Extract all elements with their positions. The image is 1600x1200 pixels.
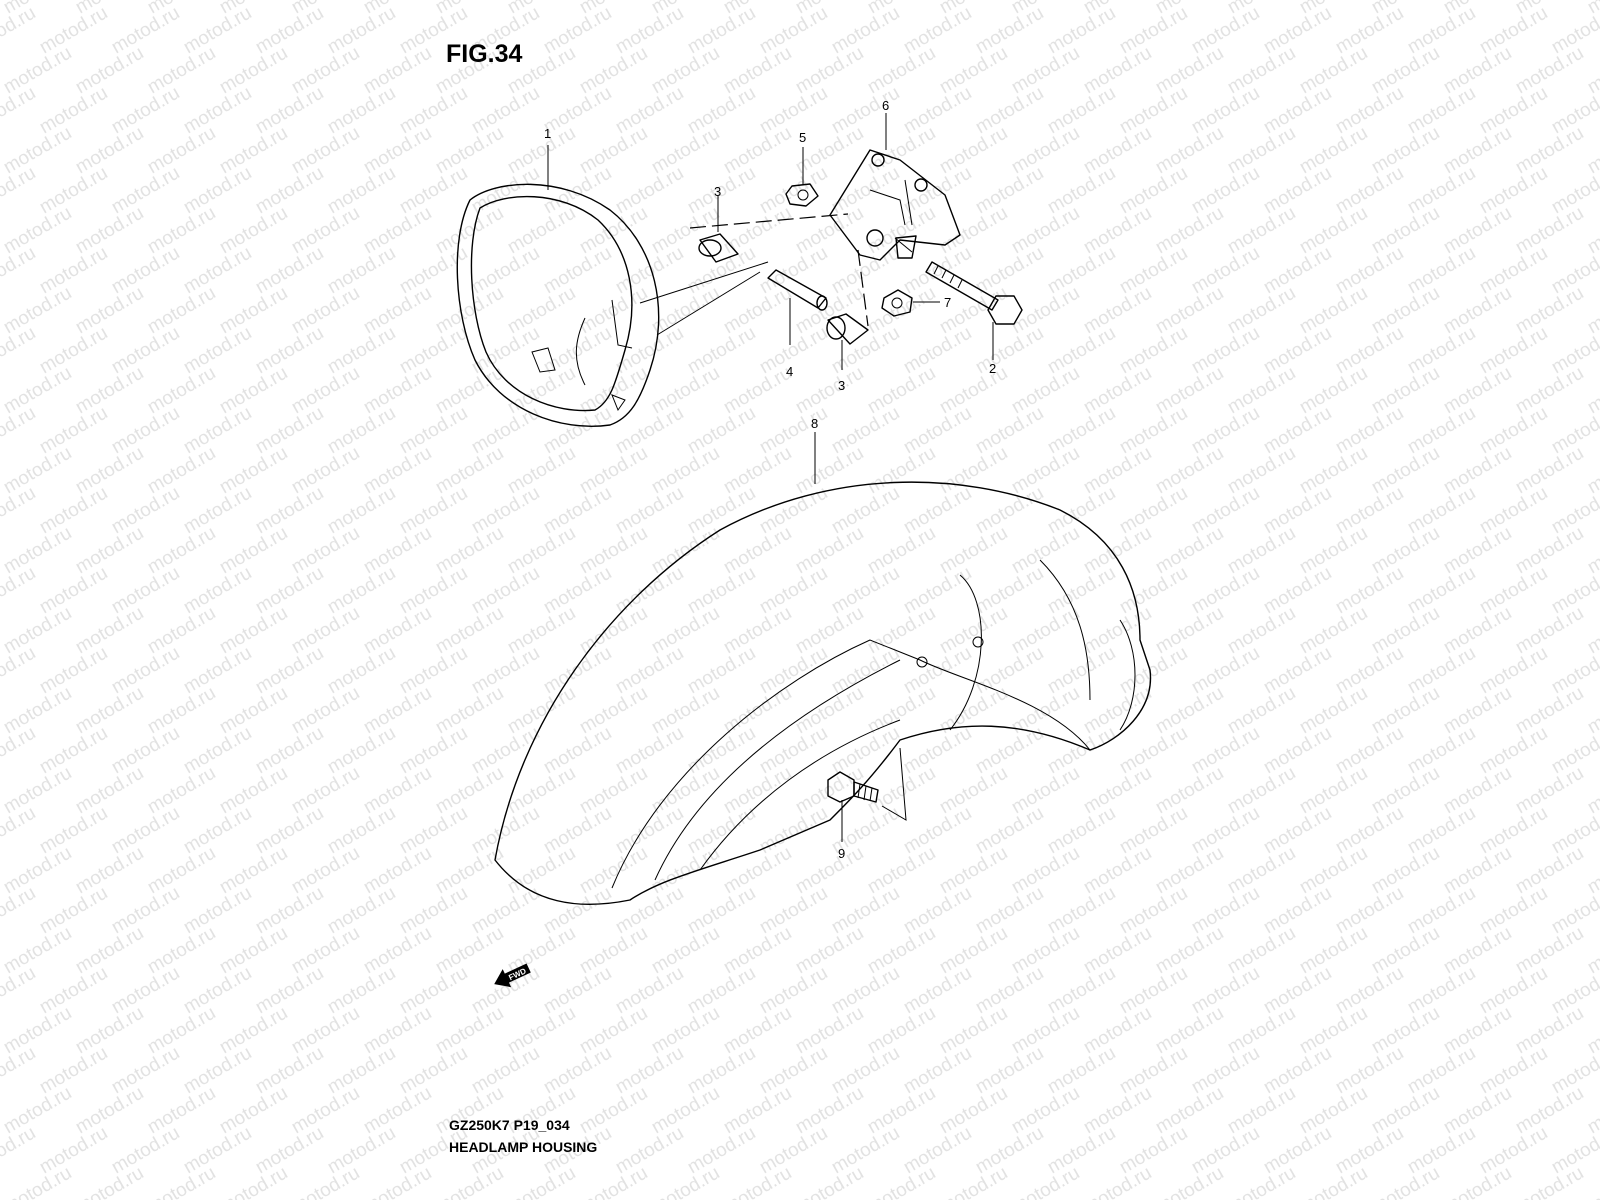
callout-2: 2: [989, 361, 996, 376]
callout-7: 7: [944, 295, 951, 310]
rubber-bushing-upper-part[interactable]: [698, 233, 739, 263]
callout-9: 9: [838, 846, 845, 861]
fender-bolt-part[interactable]: [827, 771, 879, 803]
callout-8: 8: [811, 416, 818, 431]
front-fender-part[interactable]: [494, 481, 1152, 905]
callout-3-upper: 3: [714, 184, 721, 199]
bolt-part[interactable]: [925, 261, 1023, 325]
headlamp-housing-part[interactable]: [456, 183, 769, 427]
figure-title: FIG.34: [446, 40, 523, 68]
callout-4: 4: [786, 364, 793, 379]
callout-1: 1: [544, 126, 551, 141]
callout-3-lower: 3: [838, 378, 845, 393]
fwd-label: FWD: [507, 966, 528, 982]
diagram-name: HEADLAMP HOUSING: [449, 1139, 598, 1155]
fwd-arrow-icon: FWD: [494, 963, 531, 988]
diagram-code: GZ250K7 P19_034: [449, 1117, 570, 1133]
headlamp-bracket-part[interactable]: [829, 149, 961, 261]
washer-nut-part[interactable]: [881, 289, 913, 317]
bracket-pin-part[interactable]: [895, 235, 917, 259]
callout-5: 5: [799, 130, 806, 145]
collar-part[interactable]: [767, 269, 828, 311]
nut-part[interactable]: [785, 183, 819, 207]
callout-6: 6: [882, 98, 889, 113]
rubber-bushing-lower-part[interactable]: [826, 313, 869, 345]
